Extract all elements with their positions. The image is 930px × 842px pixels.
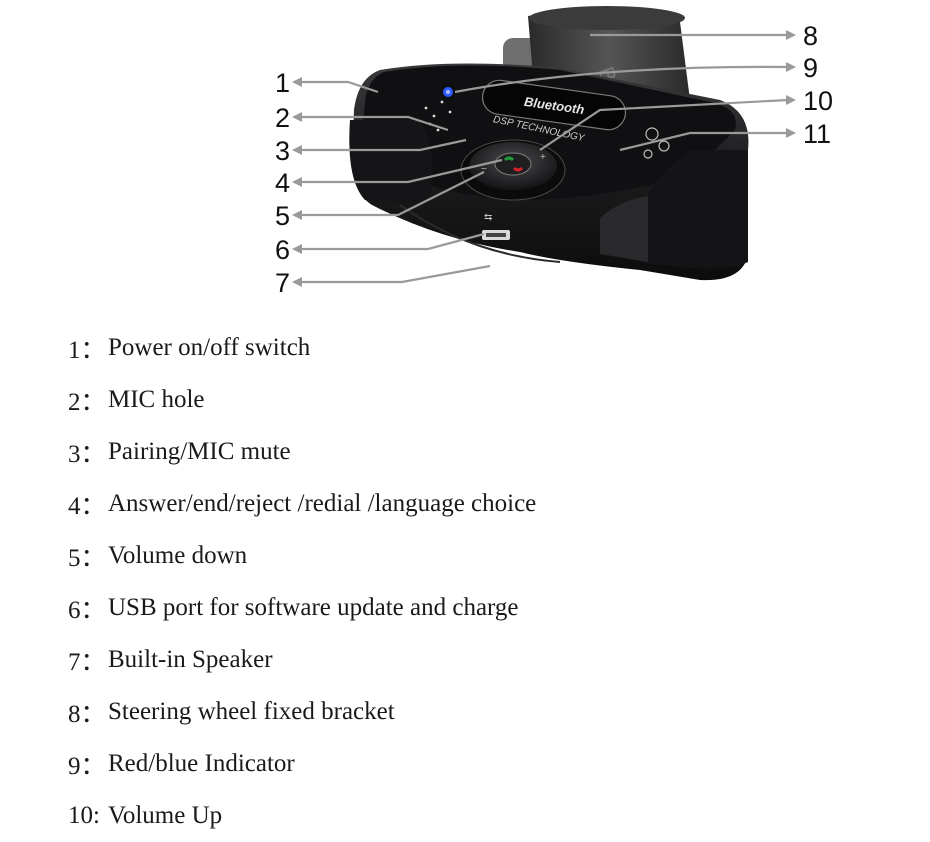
legend-number: 9： [68,753,106,780]
legend-number: 6： [68,597,106,624]
legend-number: 2： [68,389,106,416]
callout-3: 3 [275,136,290,166]
legend-text: Built-in Speaker [108,646,273,673]
legend-item: 10: Volume Up [68,790,536,842]
legend-text: Volume Up [108,802,223,829]
legend-list: 1：Power on/off switch 2：MIC hole 3：Pairi… [68,322,536,842]
legend-text: Pairing/MIC mute [108,438,291,465]
legend-item: 6：USB port for software update and charg… [68,582,536,634]
answer-end-button[interactable] [494,152,532,176]
callout-10: 10 [803,86,833,116]
callout-8: 8 [803,21,818,51]
device-diagram: Blue Bluetooth DSP TECHNOLOGY [275,6,833,298]
callout-leaders [292,30,796,287]
legend-number: 3： [68,441,106,468]
callout-7: 7 [275,268,290,298]
callout-6: 6 [275,235,290,265]
button-cluster: − + [460,139,566,201]
right-panel-pattern [643,127,670,159]
legend-item: 4：Answer/end/reject /redial /language ch… [68,478,536,530]
legend-number: 1： [68,337,106,364]
volume-down-icon: − [481,164,487,175]
legend-item: 1：Power on/off switch [68,322,536,374]
legend-number: 8： [68,701,106,728]
legend-item: 7：Built-in Speaker [68,634,536,686]
callout-numbers: 1 2 3 4 5 6 7 8 9 10 11 [275,21,833,298]
callout-4: 4 [275,168,290,198]
legend-text: Power on/off switch [108,334,311,361]
callout-5: 5 [275,201,290,231]
usb-icon: ⇆ [484,212,492,223]
legend-number: 10: [68,802,100,829]
usb-port: ⇆ [482,212,510,240]
legend-item: 5：Volume down [68,530,536,582]
legend-item: 3：Pairing/MIC mute [68,426,536,478]
volume-up-icon: + [540,152,546,163]
speaker-edge [399,204,561,263]
callout-1: 1 [275,68,290,98]
phone-red-icon [512,166,524,172]
legend-text: USB port for software update and charge [108,594,519,621]
legend-text: MIC hole [108,386,205,413]
callout-11: 11 [803,119,831,149]
callout-9: 9 [803,53,818,83]
phone-green-icon [503,156,515,162]
legend-number: 5： [68,545,106,572]
legend-item: 8：Steering wheel fixed bracket [68,686,536,738]
legend-text: Answer/end/reject /redial /language choi… [108,490,537,517]
callout-2: 2 [275,103,290,133]
legend-text: Volume down [108,542,248,569]
legend-text: Steering wheel fixed bracket [108,698,395,725]
legend-item: 2：MIC hole [68,374,536,426]
legend-number: 7： [68,649,106,676]
legend-item: 9：Red/blue Indicator [68,738,536,790]
legend-text: Red/blue Indicator [108,750,295,777]
legend-number: 4： [68,493,106,520]
